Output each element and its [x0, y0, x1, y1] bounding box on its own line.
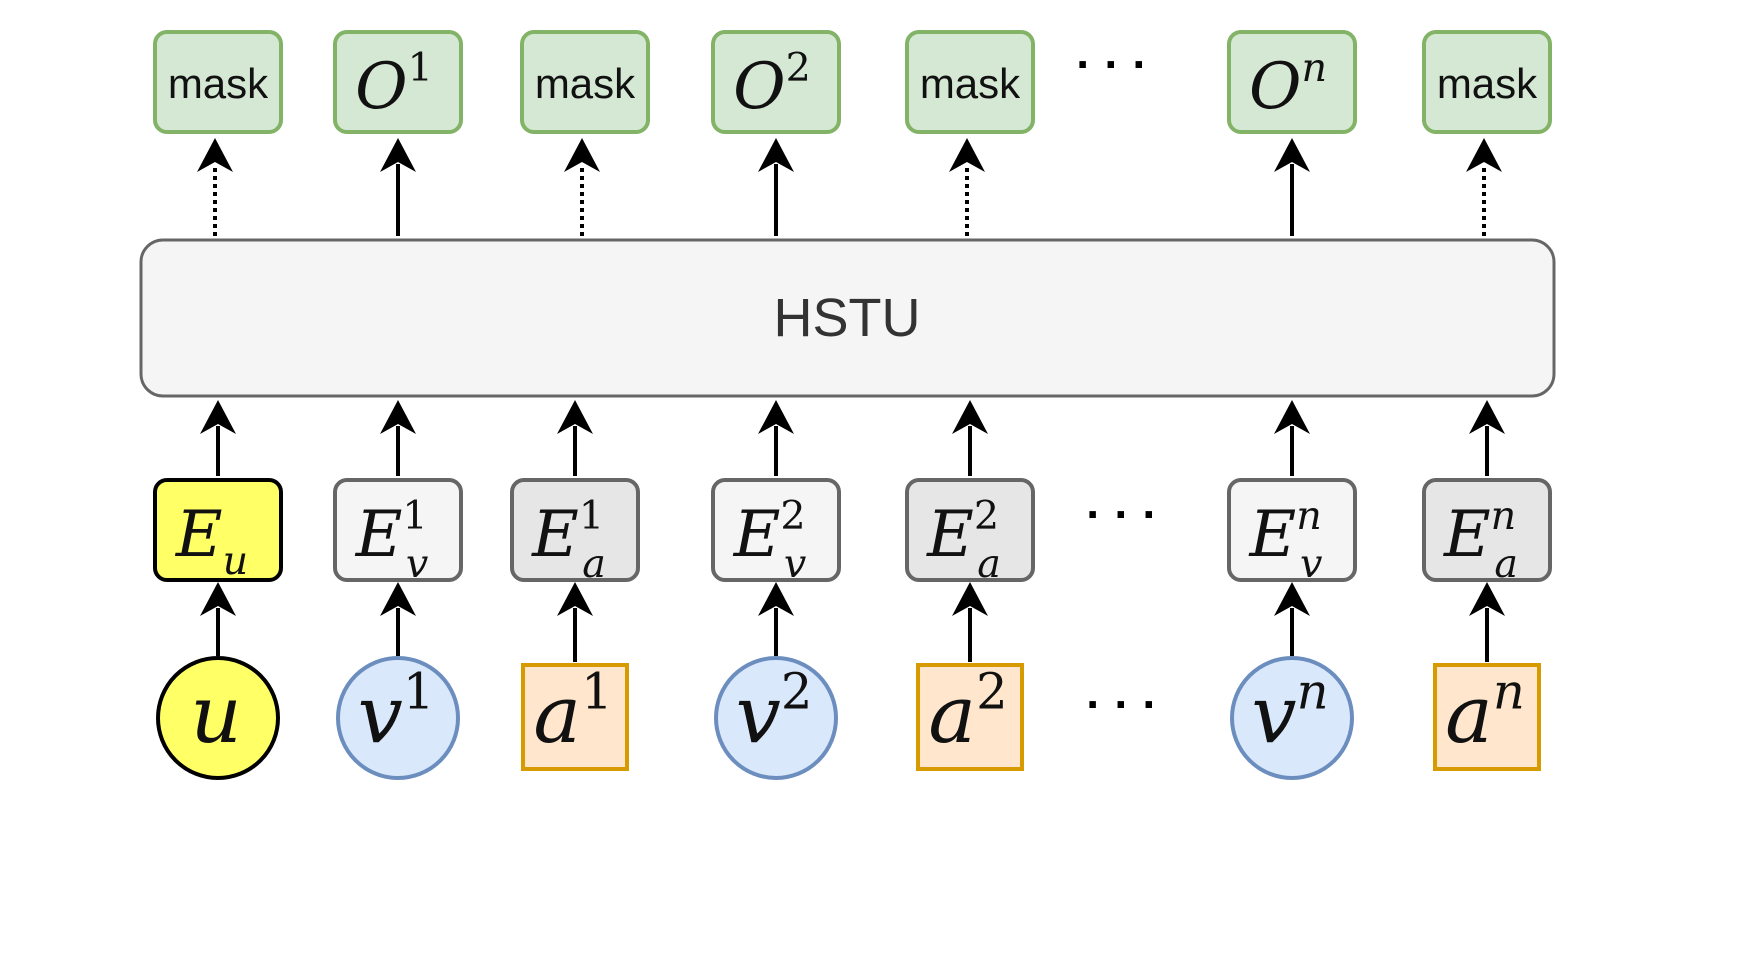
arrow-to-output: [1274, 138, 1310, 236]
mask-label: mask: [920, 60, 1021, 107]
token-symbol: vn: [1251, 662, 1328, 761]
token-shape: [521, 663, 629, 771]
output-symbol: On: [1249, 45, 1327, 124]
mask-output-node: mask: [520, 30, 650, 134]
embedding-box: [333, 478, 463, 582]
arrow-token-to-embedding: [758, 582, 794, 656]
user-token-node: u: [156, 656, 280, 780]
mask-output-node: mask: [153, 30, 283, 134]
embedding-box: [510, 478, 640, 582]
user-embedding-node: Eu: [153, 478, 283, 584]
outputs-row: mask O1 mask O2 mask On mask: [153, 30, 1552, 134]
video-token-node: vn: [1230, 656, 1354, 780]
token-shape: [916, 663, 1024, 771]
embedding-box: [1422, 478, 1552, 582]
prediction-output-node: On: [1227, 30, 1357, 134]
output-box: [153, 30, 283, 134]
token-shape: [156, 656, 280, 780]
hstu-block: HSTU: [139, 238, 1556, 398]
token-shape: [336, 656, 460, 780]
output-box: [333, 30, 463, 134]
token-shape: [714, 656, 838, 780]
output-box: [1227, 30, 1357, 134]
arrow-token-to-embedding: [1469, 582, 1505, 662]
arrow-embedding-to-hstu: [557, 400, 593, 476]
token-symbol: v1: [358, 662, 435, 761]
mask-output-node: mask: [1422, 30, 1552, 134]
arrow-to-output: [758, 138, 794, 236]
prediction-output-node: O1: [333, 30, 463, 134]
token-symbol: a2: [928, 662, 1007, 761]
action-token-node: a1: [521, 662, 629, 771]
embedding-symbol: Eu: [175, 498, 248, 584]
mask-label: mask: [535, 60, 636, 107]
embedding-box: [153, 478, 283, 582]
output-box: [520, 30, 650, 134]
mask-output-node: mask: [905, 30, 1035, 134]
token-shape: [1230, 656, 1354, 780]
hstu-box: [139, 238, 1556, 398]
output-symbol: O2: [733, 45, 811, 124]
action-token-node: an: [1433, 662, 1541, 771]
token-symbol: a1: [533, 662, 612, 761]
arrow-embedding-to-hstu: [1274, 400, 1310, 476]
arrows-layer: [197, 138, 1505, 662]
embedding-box: [1227, 478, 1357, 582]
arrow-token-to-embedding: [952, 582, 988, 662]
token-shape: [1433, 663, 1541, 771]
arrow-embedding-to-hstu: [200, 400, 236, 476]
ellipsis-tokens: · · ·: [1086, 678, 1158, 730]
video-token-node: v2: [714, 656, 838, 780]
dotted-arrow-to-mask: [197, 138, 233, 236]
arrow-embedding-to-hstu: [1469, 400, 1505, 476]
token-symbol: v2: [736, 662, 813, 761]
arrow-embedding-to-hstu: [952, 400, 988, 476]
token-symbol: an: [1445, 662, 1525, 761]
output-box: [1422, 30, 1552, 134]
dotted-arrow-to-mask: [564, 138, 600, 236]
embedding-box: [905, 478, 1035, 582]
action-token-node: a2: [916, 662, 1024, 771]
dotted-arrow-to-mask: [949, 138, 985, 236]
mask-label: mask: [168, 60, 269, 107]
hstu-label: HSTU: [774, 288, 921, 348]
arrow-token-to-embedding: [1274, 582, 1310, 656]
output-symbol: O1: [355, 45, 433, 124]
dotted-arrow-to-mask: [1466, 138, 1502, 236]
ellipsis-outputs: · · ·: [1076, 38, 1148, 90]
arrow-token-to-embedding: [557, 582, 593, 662]
mask-label: mask: [1437, 60, 1538, 107]
ellipsis-embeddings: · · ·: [1086, 488, 1158, 540]
arrow-token-to-embedding: [380, 582, 416, 656]
arrow-token-to-embedding: [200, 582, 236, 656]
output-box: [905, 30, 1035, 134]
arrow-embedding-to-hstu: [380, 400, 416, 476]
arrow-to-output: [380, 138, 416, 236]
token-symbol: u: [190, 668, 242, 761]
output-box: [711, 30, 841, 134]
arrow-embedding-to-hstu: [758, 400, 794, 476]
video-token-node: v1: [336, 656, 460, 780]
tokens-row: u v1 a1 v2 a2 vn an: [156, 656, 1541, 780]
embedding-box: [711, 478, 841, 582]
prediction-output-node: O2: [711, 30, 841, 134]
